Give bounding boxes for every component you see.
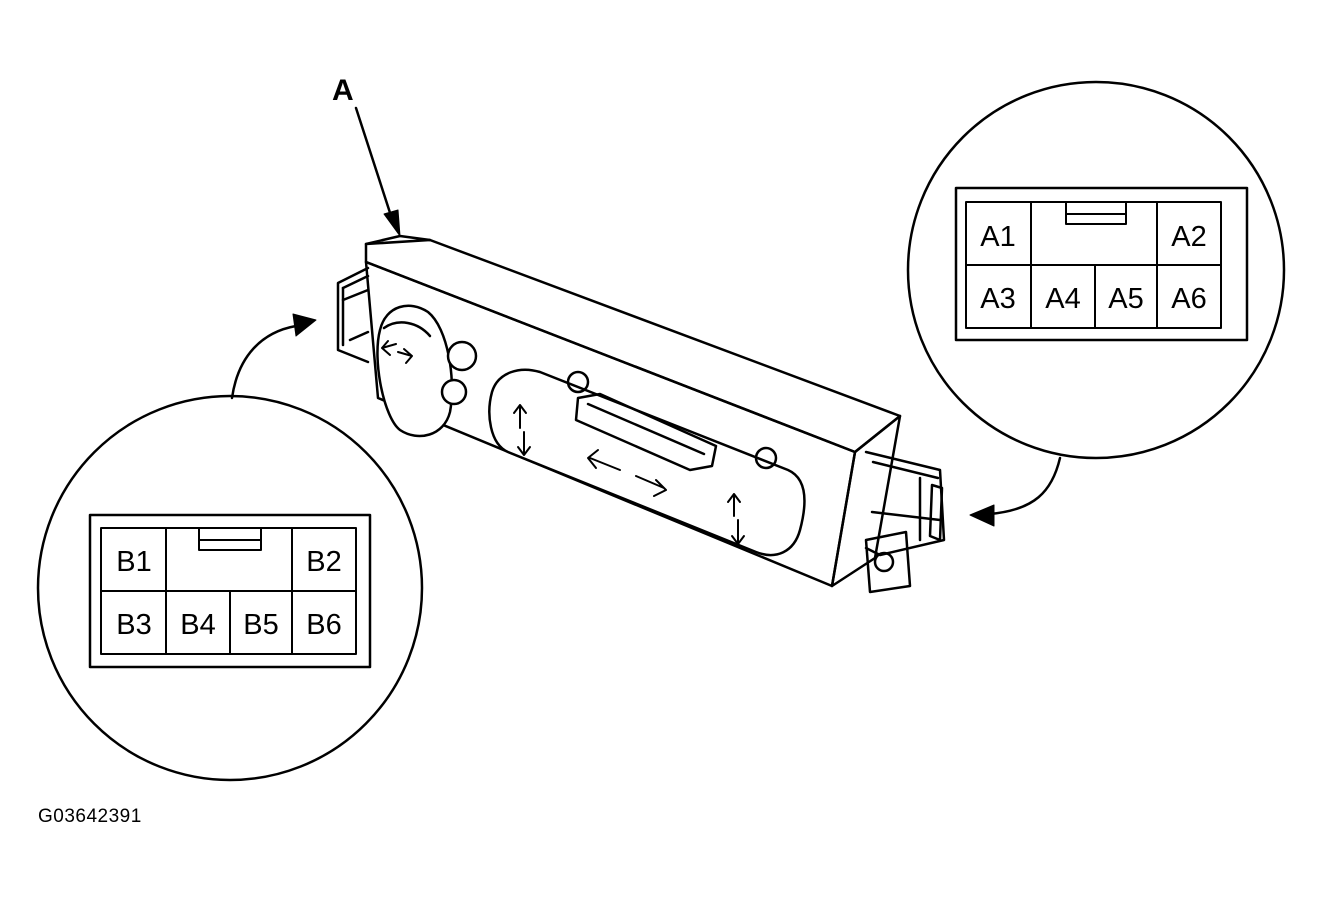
connector-b-detail: B1 B2 B3 B4 B5 B6 [36, 394, 424, 782]
connector-b-arrow [230, 313, 317, 400]
connector-a-magnifier-circle [906, 80, 1286, 460]
callout-a-leader [354, 106, 401, 237]
connector-b-magnifier-circle [36, 394, 424, 782]
connector-b-housing [88, 513, 372, 669]
connector-a-detail: A1 A2 A3 A4 A5 A6 [906, 80, 1286, 460]
pin-b6: B6 [306, 609, 341, 641]
pin-a1: A1 [980, 221, 1015, 253]
seat-switch-assembly [336, 234, 946, 594]
pin-a3: A3 [980, 283, 1015, 315]
connector-a-housing [954, 186, 1249, 342]
connector-a-arrow [969, 456, 1062, 527]
pin-b5: B5 [243, 609, 278, 641]
pin-a5: A5 [1108, 283, 1143, 315]
pin-b3: B3 [116, 609, 151, 641]
pin-a4: A4 [1045, 283, 1080, 315]
pin-b2: B2 [306, 546, 341, 578]
pin-a6: A6 [1171, 283, 1206, 315]
figure-id: G03642391 [38, 806, 142, 827]
pin-b1: B1 [116, 546, 151, 578]
pin-a2: A2 [1171, 221, 1206, 253]
pin-b4: B4 [180, 609, 215, 641]
callout-label-a: A [332, 74, 354, 107]
